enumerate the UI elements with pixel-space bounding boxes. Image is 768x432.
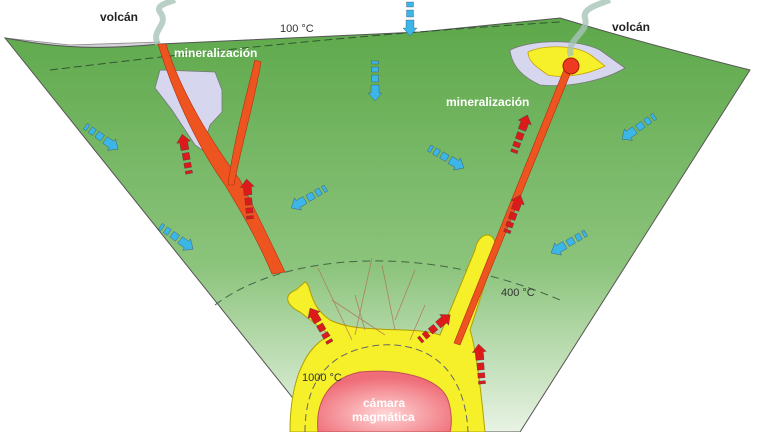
- vent-right: [562, 57, 580, 75]
- label-isotherm-1000: 1000 °C: [302, 372, 342, 384]
- meteoric-water-arrow-icon: [367, 60, 383, 102]
- plume-left-icon: [153, 0, 177, 46]
- label-isotherm-100: 100 °C: [280, 23, 314, 35]
- meteoric-water-arrow-icon: [550, 229, 588, 256]
- isotherm-1000: [304, 344, 469, 432]
- label-mineralization-right: mineralización: [446, 95, 530, 109]
- label-chamber-line1: cámara: [363, 396, 406, 410]
- magmatic-fluid-arrow-icon: [503, 194, 525, 234]
- meteoric-water-arrow-icon: [402, 1, 418, 37]
- magma-chamber: [317, 370, 452, 432]
- label-mineralization-left: mineralización: [174, 46, 258, 60]
- magmatic-fluid-arrow-icon: [417, 314, 451, 344]
- meteoric-water-arrow-icon: [83, 123, 119, 151]
- magmatic-fluid-arrow-icon: [240, 178, 255, 220]
- vein-left-branch: [227, 59, 262, 186]
- meteoric-water-arrow-icon: [427, 144, 465, 171]
- plume-right-icon: [567, 0, 612, 58]
- magmatic-fluid-arrow-icon: [307, 307, 334, 345]
- label-chamber-line2: magmática: [352, 410, 415, 424]
- isotherm-400: [214, 260, 561, 306]
- fractures: [317, 257, 426, 341]
- meteoric-water-arrow-icon: [158, 223, 194, 251]
- label-volcano-right: volcán: [612, 20, 651, 34]
- magmatic-fluid-arrow-icon: [510, 114, 532, 154]
- meteoric-water-arrow-icon: [621, 113, 657, 141]
- meteoric-water-arrow-icon: [290, 184, 328, 211]
- magmatic-fluid-arrow-icon: [472, 343, 487, 385]
- isotherm-100: [49, 21, 561, 71]
- label-volcano-left: volcán: [100, 10, 139, 24]
- label-isotherm-400: 400 °C: [501, 287, 535, 299]
- flow-arrows: [83, 1, 657, 385]
- magmatic-fluid-arrow-icon: [176, 134, 193, 175]
